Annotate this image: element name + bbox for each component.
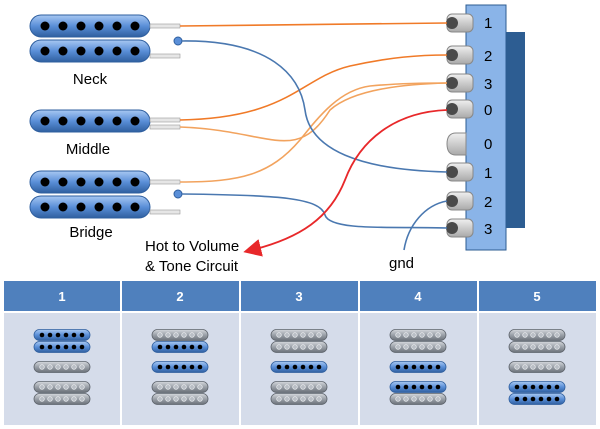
- wire-bridge-top: [179, 82, 448, 183]
- mini-pickup-middle-active: [151, 361, 209, 373]
- wire-hot-out: [243, 109, 448, 257]
- wires: [179, 22, 448, 257]
- table-header-cell: [360, 281, 477, 311]
- gnd-label: gnd: [389, 255, 414, 272]
- header-position-label: 4: [414, 289, 422, 304]
- mini-pickup-neck-bottom-inactive: [270, 341, 328, 353]
- mini-pickup-middle-active: [270, 361, 328, 373]
- hot-label-line2: & Tone Circuit: [145, 258, 239, 275]
- mini-pickup-neck-bottom-active: [33, 341, 91, 353]
- wire-middle-ground: [179, 82, 448, 142]
- mini-pickup-bridge-bottom-inactive: [389, 393, 447, 405]
- neck-pickup-top: [29, 14, 181, 38]
- switch-pin-label: 2: [484, 48, 492, 65]
- mini-pickup-middle-active: [389, 361, 447, 373]
- mini-pickup-bridge-bottom-inactive: [151, 393, 209, 405]
- mini-pickup-middle-inactive: [508, 361, 566, 373]
- hot-label-line1: Hot to Volume: [145, 238, 239, 255]
- table-header-row: 1 2 3 4 5: [4, 281, 596, 311]
- neck-pickup-bottom: [29, 36, 183, 63]
- bridge-label: Bridge: [69, 224, 112, 241]
- switch-pin-label: 3: [484, 76, 492, 93]
- mini-pickup-bridge-bottom-inactive: [33, 393, 91, 405]
- mini-pickup-bridge-top-inactive: [33, 381, 91, 393]
- wire-gnd: [403, 200, 448, 251]
- mini-pickup-neck-top-active: [33, 329, 91, 341]
- mini-pickup-bridge-bottom-active: [508, 393, 566, 405]
- middle-label: Middle: [66, 141, 110, 158]
- mini-pickup-grid: [33, 329, 566, 405]
- wire-bridge-bottom: [181, 193, 448, 229]
- header-position-label: 2: [176, 289, 183, 304]
- table-header-cell: [122, 281, 239, 311]
- mini-pickup-middle-inactive: [33, 361, 91, 373]
- switch-lugs: [446, 13, 474, 238]
- mini-pickup-neck-bottom-active: [151, 341, 209, 353]
- table-header-cell: [241, 281, 358, 311]
- selector-switch: 1 2 3 0 0 1 2 3: [446, 4, 525, 251]
- switch-pin-label: 3: [484, 221, 492, 238]
- mini-pickup-bridge-top-active: [508, 381, 566, 393]
- mini-pickup-neck-top-inactive: [151, 329, 209, 341]
- mini-pickup-bridge-top-active: [389, 381, 447, 393]
- wire-neck-bottom: [181, 40, 448, 173]
- middle-pickup: [29, 109, 181, 133]
- mini-pickup-bridge-top-inactive: [151, 381, 209, 393]
- switch-pin-label: 0: [484, 136, 492, 153]
- table-header-cell: [479, 281, 596, 311]
- mini-pickup-neck-top-inactive: [508, 329, 566, 341]
- mini-pickup-bridge-bottom-inactive: [270, 393, 328, 405]
- table-header-cell: [4, 281, 120, 311]
- switch-pin-label: 0: [484, 102, 492, 119]
- neck-label: Neck: [73, 71, 108, 88]
- header-position-label: 1: [58, 289, 65, 304]
- wire-neck-hot: [179, 22, 448, 27]
- switch-pin-label: 1: [484, 15, 492, 32]
- switch-pin-label: 1: [484, 165, 492, 182]
- mini-pickup-bridge-top-inactive: [270, 381, 328, 393]
- bridge-pickup-bottom: [29, 189, 183, 219]
- wire-middle-hot: [179, 54, 448, 121]
- mini-pickup-neck-bottom-inactive: [389, 341, 447, 353]
- mini-pickup-neck-bottom-inactive: [508, 341, 566, 353]
- positions-table: 1 2 3 4 5: [3, 280, 597, 425]
- mini-pickup-neck-top-inactive: [389, 329, 447, 341]
- bridge-pickup-top: [29, 170, 181, 194]
- switch-pin-label: 2: [484, 194, 492, 211]
- header-position-label: 5: [533, 289, 540, 304]
- header-position-label: 3: [295, 289, 302, 304]
- mini-pickup-neck-top-inactive: [270, 329, 328, 341]
